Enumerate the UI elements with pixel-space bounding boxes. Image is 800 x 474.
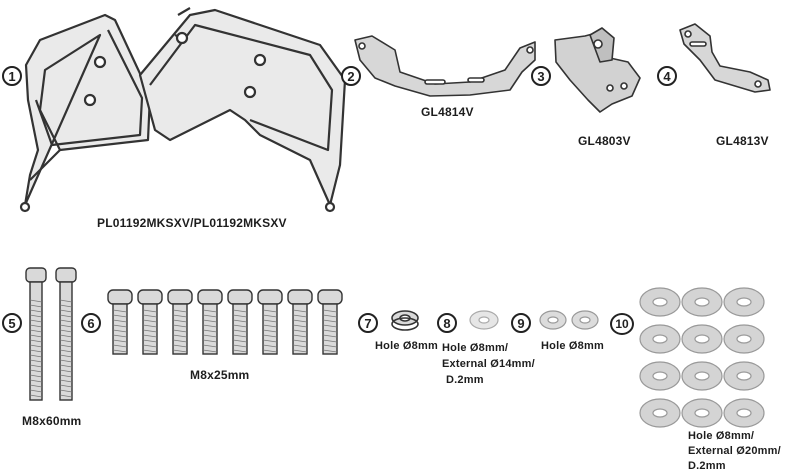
label-washer-8-line3: D.2mm — [446, 374, 484, 386]
label-washer-8-line1: Hole Ø8mm/ — [442, 342, 509, 354]
flat-washer-14-drawing — [469, 310, 499, 330]
split-washer-drawing — [391, 310, 419, 331]
label-washer-10-line1: Hole Ø8mm/ — [688, 430, 755, 442]
item-number-8: 8 — [437, 313, 457, 333]
bolt-threads — [29, 299, 73, 398]
label-bolt-m8x60: M8x60mm — [22, 414, 82, 428]
washers-20-drawing — [639, 287, 765, 428]
item-number-5: 5 — [2, 313, 22, 333]
label-gl4813v: GL4813V — [716, 134, 769, 148]
side-frame-right-drawing — [138, 7, 347, 213]
side-frame-left-drawing — [19, 13, 152, 213]
label-washer-9: Hole Ø8mm — [541, 340, 604, 352]
label-washer-7: Hole Ø8mm — [375, 340, 438, 352]
bolts-m8x25-drawing — [107, 289, 343, 355]
item-number-7: 7 — [358, 313, 378, 333]
item-number-10: 10 — [610, 313, 634, 335]
label-gl4814v: GL4814V — [421, 105, 474, 119]
item-number-3: 3 — [531, 66, 551, 86]
label-washer-8-line2: External Ø14mm/ — [442, 358, 535, 370]
item-number-4: 4 — [657, 66, 677, 86]
plate-gl4814v-drawing — [354, 35, 536, 97]
plate-gl4813v-drawing — [679, 23, 771, 93]
label-frames: PL01192MKSXV/PL01192MKSXV — [97, 216, 287, 230]
item-number-2: 2 — [341, 66, 361, 86]
washers-9-drawing — [539, 310, 599, 330]
item-number-6: 6 — [81, 313, 101, 333]
item-number-1: 1 — [2, 66, 22, 86]
label-bolt-m8x25: M8x25mm — [190, 368, 250, 382]
item-number-9: 9 — [511, 313, 531, 333]
label-washer-10-line2: External Ø20mm/ — [688, 445, 781, 457]
label-gl4803v: GL4803V — [578, 134, 631, 148]
bracket-gl4803v-drawing — [554, 27, 641, 113]
label-washer-10-line3: D.2mm — [688, 460, 726, 472]
